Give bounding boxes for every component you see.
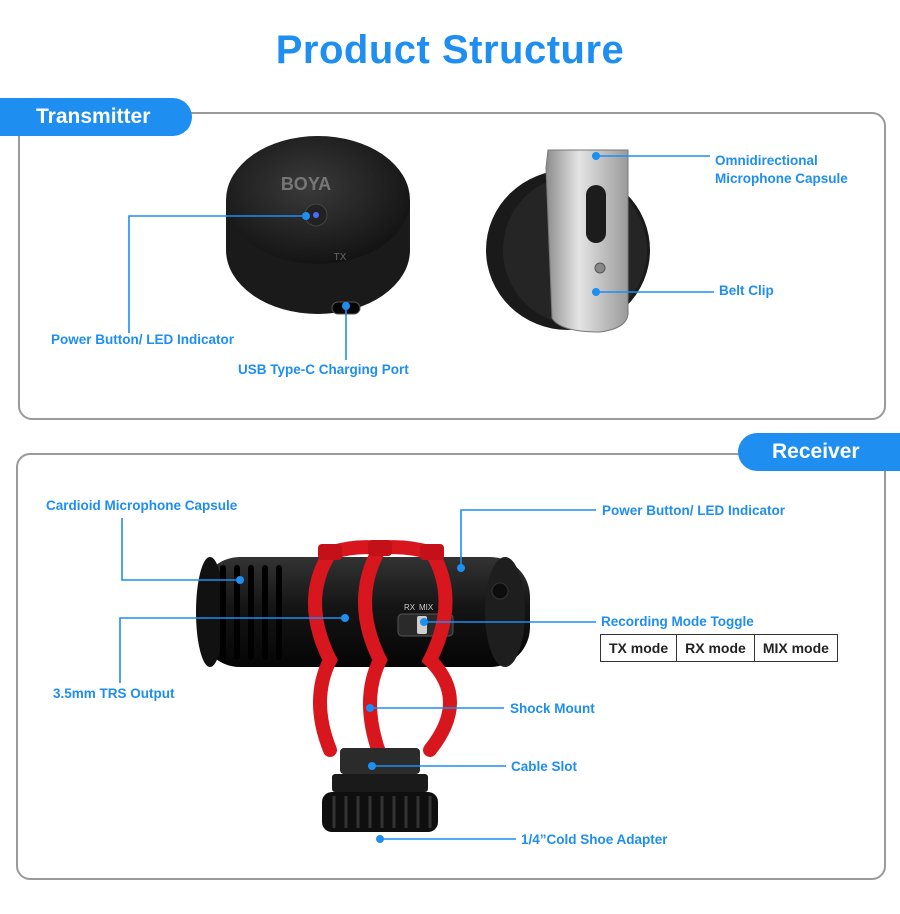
label-rx-power-button: Power Button/ LED Indicator — [602, 503, 786, 518]
receiver-section-tag: Receiver — [738, 433, 900, 471]
label-shock-mount: Shock Mount — [510, 701, 595, 716]
label-cardioid-capsule: Cardioid Microphone Capsule — [46, 498, 238, 513]
label-cable-slot: Cable Slot — [511, 759, 578, 774]
mode-table: TX mode RX mode MIX mode — [600, 634, 838, 662]
mode-mix: MIX mode — [762, 640, 829, 656]
label-recording-toggle: Recording Mode Toggle — [601, 614, 754, 629]
page-title: Product Structure — [275, 28, 625, 72]
label-tx-power-button: Power Button/ LED Indicator — [51, 332, 235, 347]
label-mic-capsule-line2: Microphone Capsule — [715, 171, 848, 186]
label-usb-port: USB Type-C Charging Port — [238, 362, 409, 377]
label-trs-output: 3.5mm TRS Output — [53, 686, 175, 701]
label-belt-clip: Belt Clip — [719, 283, 774, 298]
mode-rx: RX mode — [677, 635, 755, 661]
label-cold-shoe: 1/4”Cold Shoe Adapter — [521, 832, 668, 847]
label-mic-capsule-line1: Omnidirectional — [715, 153, 818, 168]
transmitter-section-tag: Transmitter — [0, 98, 192, 136]
mode-tx: TX mode — [601, 635, 678, 661]
